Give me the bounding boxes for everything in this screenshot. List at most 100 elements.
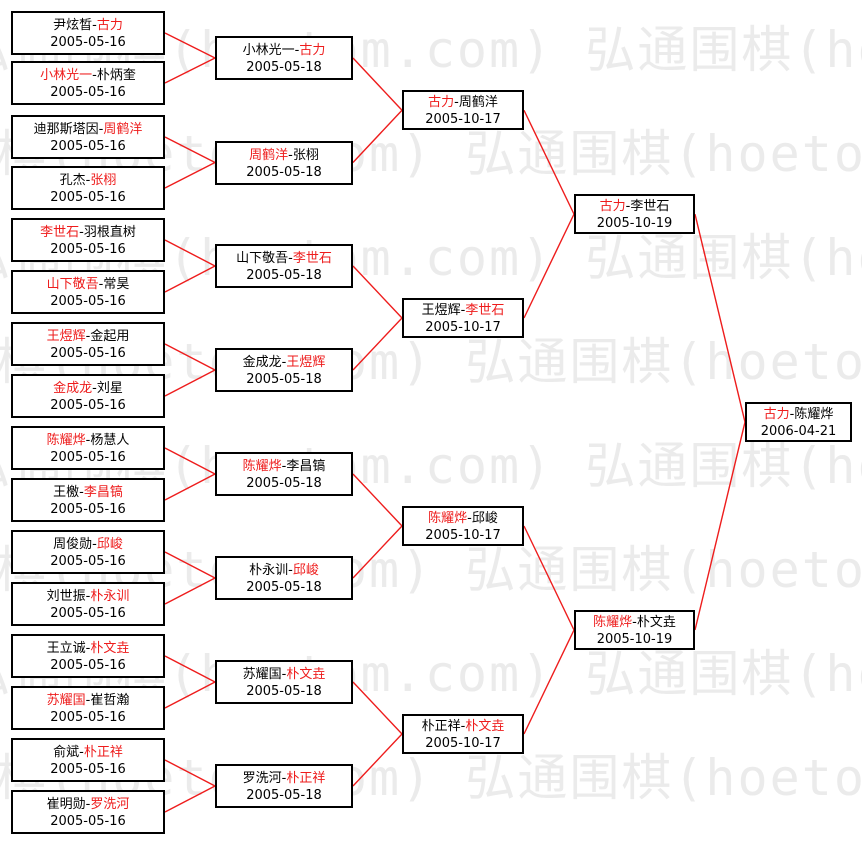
player-left: 王檄 xyxy=(53,485,80,500)
match-date: 2005-05-16 xyxy=(50,398,126,413)
player-left: 金成龙 xyxy=(242,355,282,370)
match-date: 2005-05-16 xyxy=(50,450,126,465)
match-date: 2005-05-18 xyxy=(246,788,322,803)
match-date: 2005-10-19 xyxy=(596,632,673,647)
match-players: 孔杰-张栩 xyxy=(13,172,163,189)
player-left: 周俊勋 xyxy=(53,537,93,552)
separator-dash: - xyxy=(294,43,300,58)
separator-dash: - xyxy=(85,433,91,448)
connector-line xyxy=(352,681,403,735)
match-players: 小林光一-朴炳奎 xyxy=(13,67,163,84)
player-right: 邱峻 xyxy=(292,563,319,578)
match-date: 2005-05-16 xyxy=(50,658,126,673)
match-players: 陈耀烨-李昌镐 xyxy=(217,458,351,475)
player-left: 刘世振 xyxy=(46,589,86,604)
match-players: 王煜辉-金起用 xyxy=(13,328,163,345)
match-players: 周俊勋-邱峻 xyxy=(13,536,163,553)
player-right: 朴文垚 xyxy=(286,667,326,682)
player-right: 周鹤洋 xyxy=(103,122,143,137)
separator-dash: - xyxy=(281,355,287,370)
connector-line xyxy=(164,161,216,189)
match-players: 山下敬吾-李世石 xyxy=(217,250,351,267)
player-left: 迪那斯塔因 xyxy=(33,122,99,137)
separator-dash: - xyxy=(281,667,287,682)
match-date: 2005-05-16 xyxy=(50,294,126,309)
separator-dash: - xyxy=(98,122,104,137)
player-left: 尹炫晳 xyxy=(53,18,93,33)
separator-dash: - xyxy=(85,589,91,604)
connector-line xyxy=(164,32,216,59)
match-date: 2005-10-17 xyxy=(425,736,501,751)
player-right: 周鹤洋 xyxy=(458,95,498,111)
player-right: 常昊 xyxy=(103,277,130,292)
connector-line xyxy=(164,759,216,787)
player-right: 王煜辉 xyxy=(286,355,326,370)
connector-line xyxy=(352,317,403,371)
player-right: 陈耀烨 xyxy=(794,407,834,423)
connector-line xyxy=(164,785,216,813)
separator-dash: - xyxy=(460,719,466,734)
player-right: 朴正祥 xyxy=(286,771,326,786)
match-players: 古力-李世石 xyxy=(576,198,693,215)
match-box-round-1-9: 陈耀烨-杨慧人 2005-05-16 xyxy=(11,426,165,470)
player-left: 金成龙 xyxy=(53,381,93,396)
match-date: 2005-05-18 xyxy=(246,268,322,283)
player-right: 朴文垚 xyxy=(636,615,676,630)
player-right: 张栩 xyxy=(292,147,319,163)
match-date: 2005-05-18 xyxy=(246,372,322,387)
player-left: 陈耀烨 xyxy=(242,459,282,474)
match-date: 2005-05-18 xyxy=(246,684,322,699)
player-left: 陈耀烨 xyxy=(46,433,86,448)
connector-line xyxy=(523,109,575,215)
player-right: 朴正祥 xyxy=(83,745,123,760)
connector-line xyxy=(164,136,216,164)
player-right: 张栩 xyxy=(90,173,117,188)
player-right: 李昌镐 xyxy=(83,485,123,500)
player-left: 小林光一 xyxy=(242,43,295,58)
player-left: 罗洗河 xyxy=(242,771,282,786)
match-date: 2005-05-16 xyxy=(50,710,126,725)
player-left: 俞斌 xyxy=(53,745,80,760)
player-right: 杨慧人 xyxy=(90,433,130,448)
separator-dash: - xyxy=(467,511,472,526)
player-left: 苏耀国 xyxy=(46,693,86,708)
connector-line xyxy=(352,733,403,787)
player-right: 李世石 xyxy=(465,303,505,318)
match-date: 2005-10-19 xyxy=(596,216,673,232)
match-players: 李世石-羽根直树 xyxy=(13,224,163,241)
separator-dash: - xyxy=(92,381,97,396)
connector-line xyxy=(523,213,575,319)
separator-dash: - xyxy=(98,277,104,292)
separator-dash: - xyxy=(85,641,91,656)
connector-line xyxy=(164,447,216,475)
match-date: 2005-05-16 xyxy=(50,554,126,569)
match-date: 2005-05-16 xyxy=(50,814,126,829)
match-players: 山下敬吾-常昊 xyxy=(13,276,163,293)
match-date: 2005-10-17 xyxy=(425,112,501,128)
match-date: 2005-05-16 xyxy=(50,35,126,50)
connector-line xyxy=(164,577,216,605)
match-players: 金成龙-王煜辉 xyxy=(217,354,351,371)
player-right: 羽根直树 xyxy=(83,225,136,240)
match-date: 2005-10-17 xyxy=(425,528,501,543)
match-players: 罗洗河-朴正祥 xyxy=(217,770,351,787)
match-players: 苏耀国-崔哲瀚 xyxy=(13,692,163,709)
match-players: 小林光一-古力 xyxy=(217,42,351,59)
separator-dash: - xyxy=(92,68,97,83)
separator-dash: - xyxy=(85,173,91,188)
match-date: 2005-05-16 xyxy=(50,242,126,257)
player-right: 朴文垚 xyxy=(465,719,505,734)
match-players: 朴永训-邱峻 xyxy=(217,562,351,579)
connector-line xyxy=(352,473,403,527)
